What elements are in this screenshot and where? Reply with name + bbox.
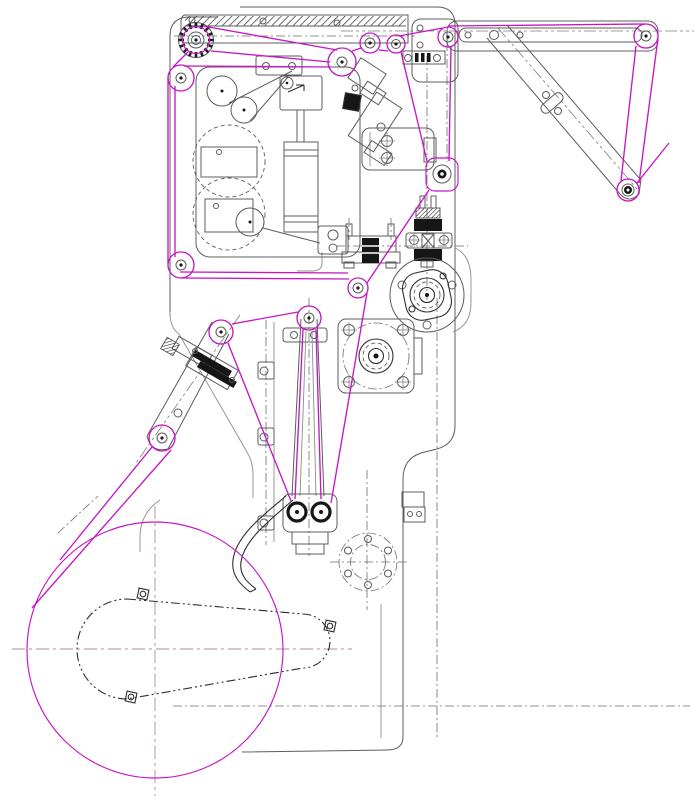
lower-bracket [401, 491, 426, 523]
tape-chute [232, 495, 294, 593]
tape-reel [26, 521, 284, 779]
drawing-layers [12, 6, 694, 796]
cam-flange [389, 257, 465, 333]
bottom-flange [338, 532, 398, 592]
relay-bracket [341, 218, 401, 269]
toothed-pulley [178, 22, 214, 58]
dancer-arm [282, 318, 338, 555]
centerlines [12, 27, 694, 796]
serrated-feed-bar [180, 14, 409, 44]
magnet-arm [146, 321, 239, 451]
swing-arm [486, 24, 642, 200]
cover-track [76, 587, 337, 704]
tape-path [31, 23, 670, 609]
gearbox-flange [337, 318, 423, 394]
